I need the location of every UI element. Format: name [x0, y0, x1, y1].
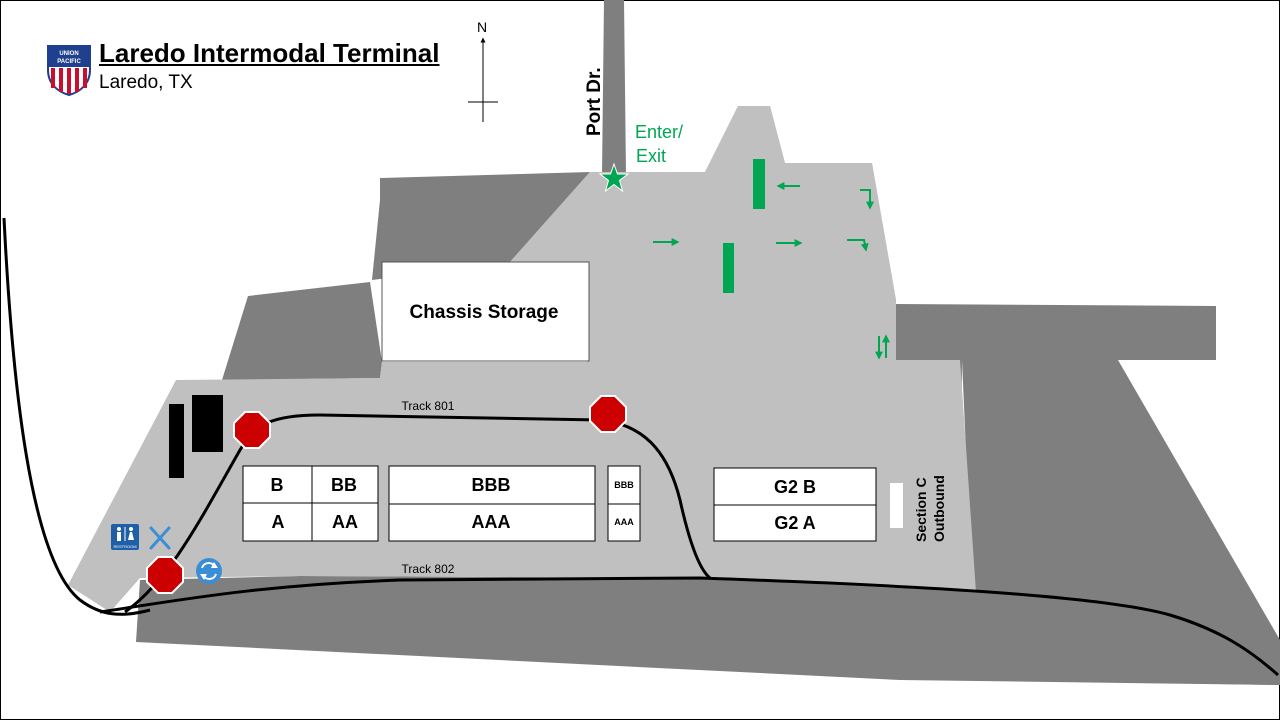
- rail-line-west: [2, 217, 151, 616]
- dark-lot-south: [136, 576, 1280, 685]
- rotate-icon: [196, 558, 222, 584]
- green-barrier-bottom: [723, 243, 734, 293]
- row-bbb-small-box: [607, 465, 641, 505]
- track-801-line: [124, 413, 712, 614]
- stop-sign-icon: [146, 556, 184, 594]
- port-drive-road: [602, 0, 626, 175]
- section-c-label-line2: Outbound: [931, 475, 947, 542]
- row-aaa-label: AAA: [472, 512, 511, 532]
- row-bbb-label: BBB: [472, 475, 511, 495]
- row-a-label: A: [272, 512, 285, 532]
- wrench-screwdriver-icon: [149, 526, 171, 550]
- row-g2b-label: G2 B: [774, 477, 816, 497]
- section-c-marker: [890, 483, 903, 528]
- green-barrier-top: [753, 159, 765, 209]
- arrow-turn-down-icon: [860, 189, 874, 210]
- restroom-icon: RESTROOM: [111, 524, 139, 550]
- row-g2a-box: [713, 504, 877, 542]
- page-subtitle: Laredo, TX: [99, 72, 193, 93]
- svg-text:PACIFIC: PACIFIC: [57, 59, 81, 65]
- row-bbb-small-label: BBB: [614, 480, 634, 490]
- building-west-narrow: [169, 404, 184, 478]
- stop-sign-icon: [233, 411, 271, 449]
- row-g2b-box: [713, 467, 877, 506]
- dark-lot-west: [222, 282, 382, 380]
- light-lot-north: [510, 106, 896, 312]
- row-bbb-box: [388, 465, 596, 505]
- row-a-box: [242, 502, 313, 542]
- svg-text:RESTROOM: RESTROOM: [113, 544, 136, 549]
- row-aaa-small-box: [607, 503, 641, 542]
- entrance-label-line2: Exit: [636, 146, 666, 166]
- arrow-turn-down-icon: [847, 239, 869, 252]
- row-aaa-box: [388, 503, 596, 542]
- row-g2a-label: G2 A: [774, 513, 815, 533]
- stop-sign-icon: [589, 395, 627, 433]
- building-west-wide: [192, 395, 223, 452]
- page-title: Laredo Intermodal Terminal: [99, 38, 440, 68]
- dark-lot-northwest: [372, 172, 590, 280]
- row-b-label: B: [271, 475, 284, 495]
- row-b-box: [242, 465, 313, 504]
- svg-text:UNION: UNION: [59, 51, 78, 57]
- entrance-star-icon: [598, 162, 630, 193]
- row-aa-label: AA: [332, 512, 358, 532]
- section-c-label-line1: Section C: [913, 477, 929, 542]
- row-bb-label: BB: [331, 475, 357, 495]
- row-aa-box: [311, 502, 379, 542]
- track-801-label: Track 801: [402, 399, 455, 413]
- row-aaa-small-label: AAA: [614, 517, 634, 527]
- union-pacific-logo: UNION PACIFIC: [47, 45, 91, 96]
- chassis-storage-label: Chassis Storage: [410, 302, 559, 323]
- chassis-storage-area: [381, 261, 590, 362]
- compass-north-label: N: [477, 19, 487, 35]
- entrance-label-line1: Enter/: [635, 122, 683, 142]
- track-802-label: Track 802: [402, 562, 455, 576]
- track-802-line: [99, 576, 1279, 677]
- port-drive-label: Port Dr.: [584, 67, 605, 136]
